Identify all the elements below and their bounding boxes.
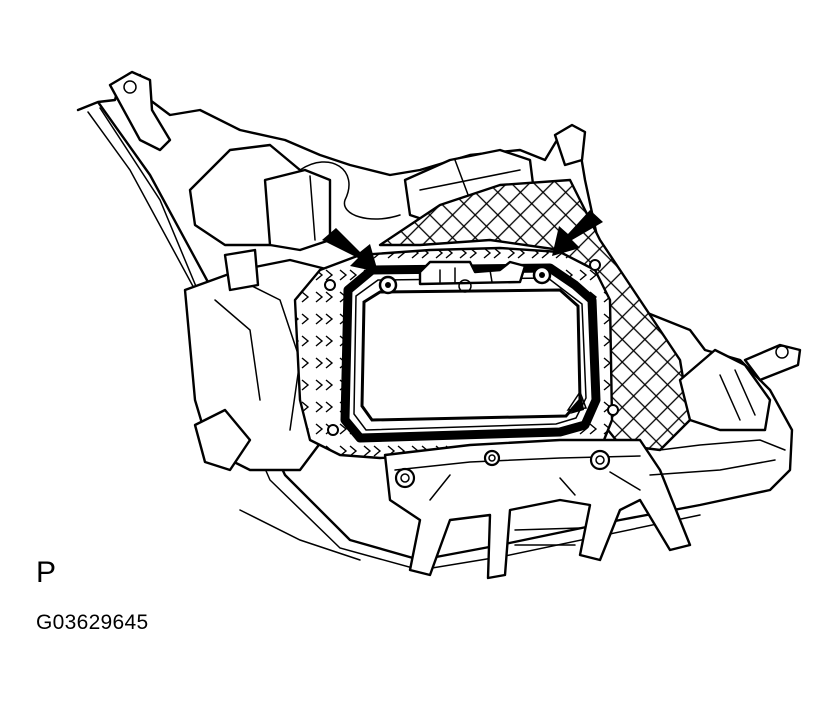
right-mounting-tab xyxy=(743,343,802,382)
bracket-bolt xyxy=(394,449,611,489)
wiring-connector xyxy=(263,168,332,252)
lens-rim xyxy=(87,111,701,571)
callout-arrow-left xyxy=(322,228,378,272)
figure-code: G03629645 xyxy=(36,611,149,634)
view-letter: P xyxy=(36,556,57,589)
connector-boss xyxy=(553,123,587,167)
bezel-top-clip xyxy=(418,260,527,286)
frame-screw xyxy=(324,259,619,436)
screw-right xyxy=(532,265,552,285)
screw-left xyxy=(378,275,398,295)
housing-body-right xyxy=(678,348,772,432)
callout-arrow-right xyxy=(552,210,603,256)
lamp-opening xyxy=(360,288,582,422)
